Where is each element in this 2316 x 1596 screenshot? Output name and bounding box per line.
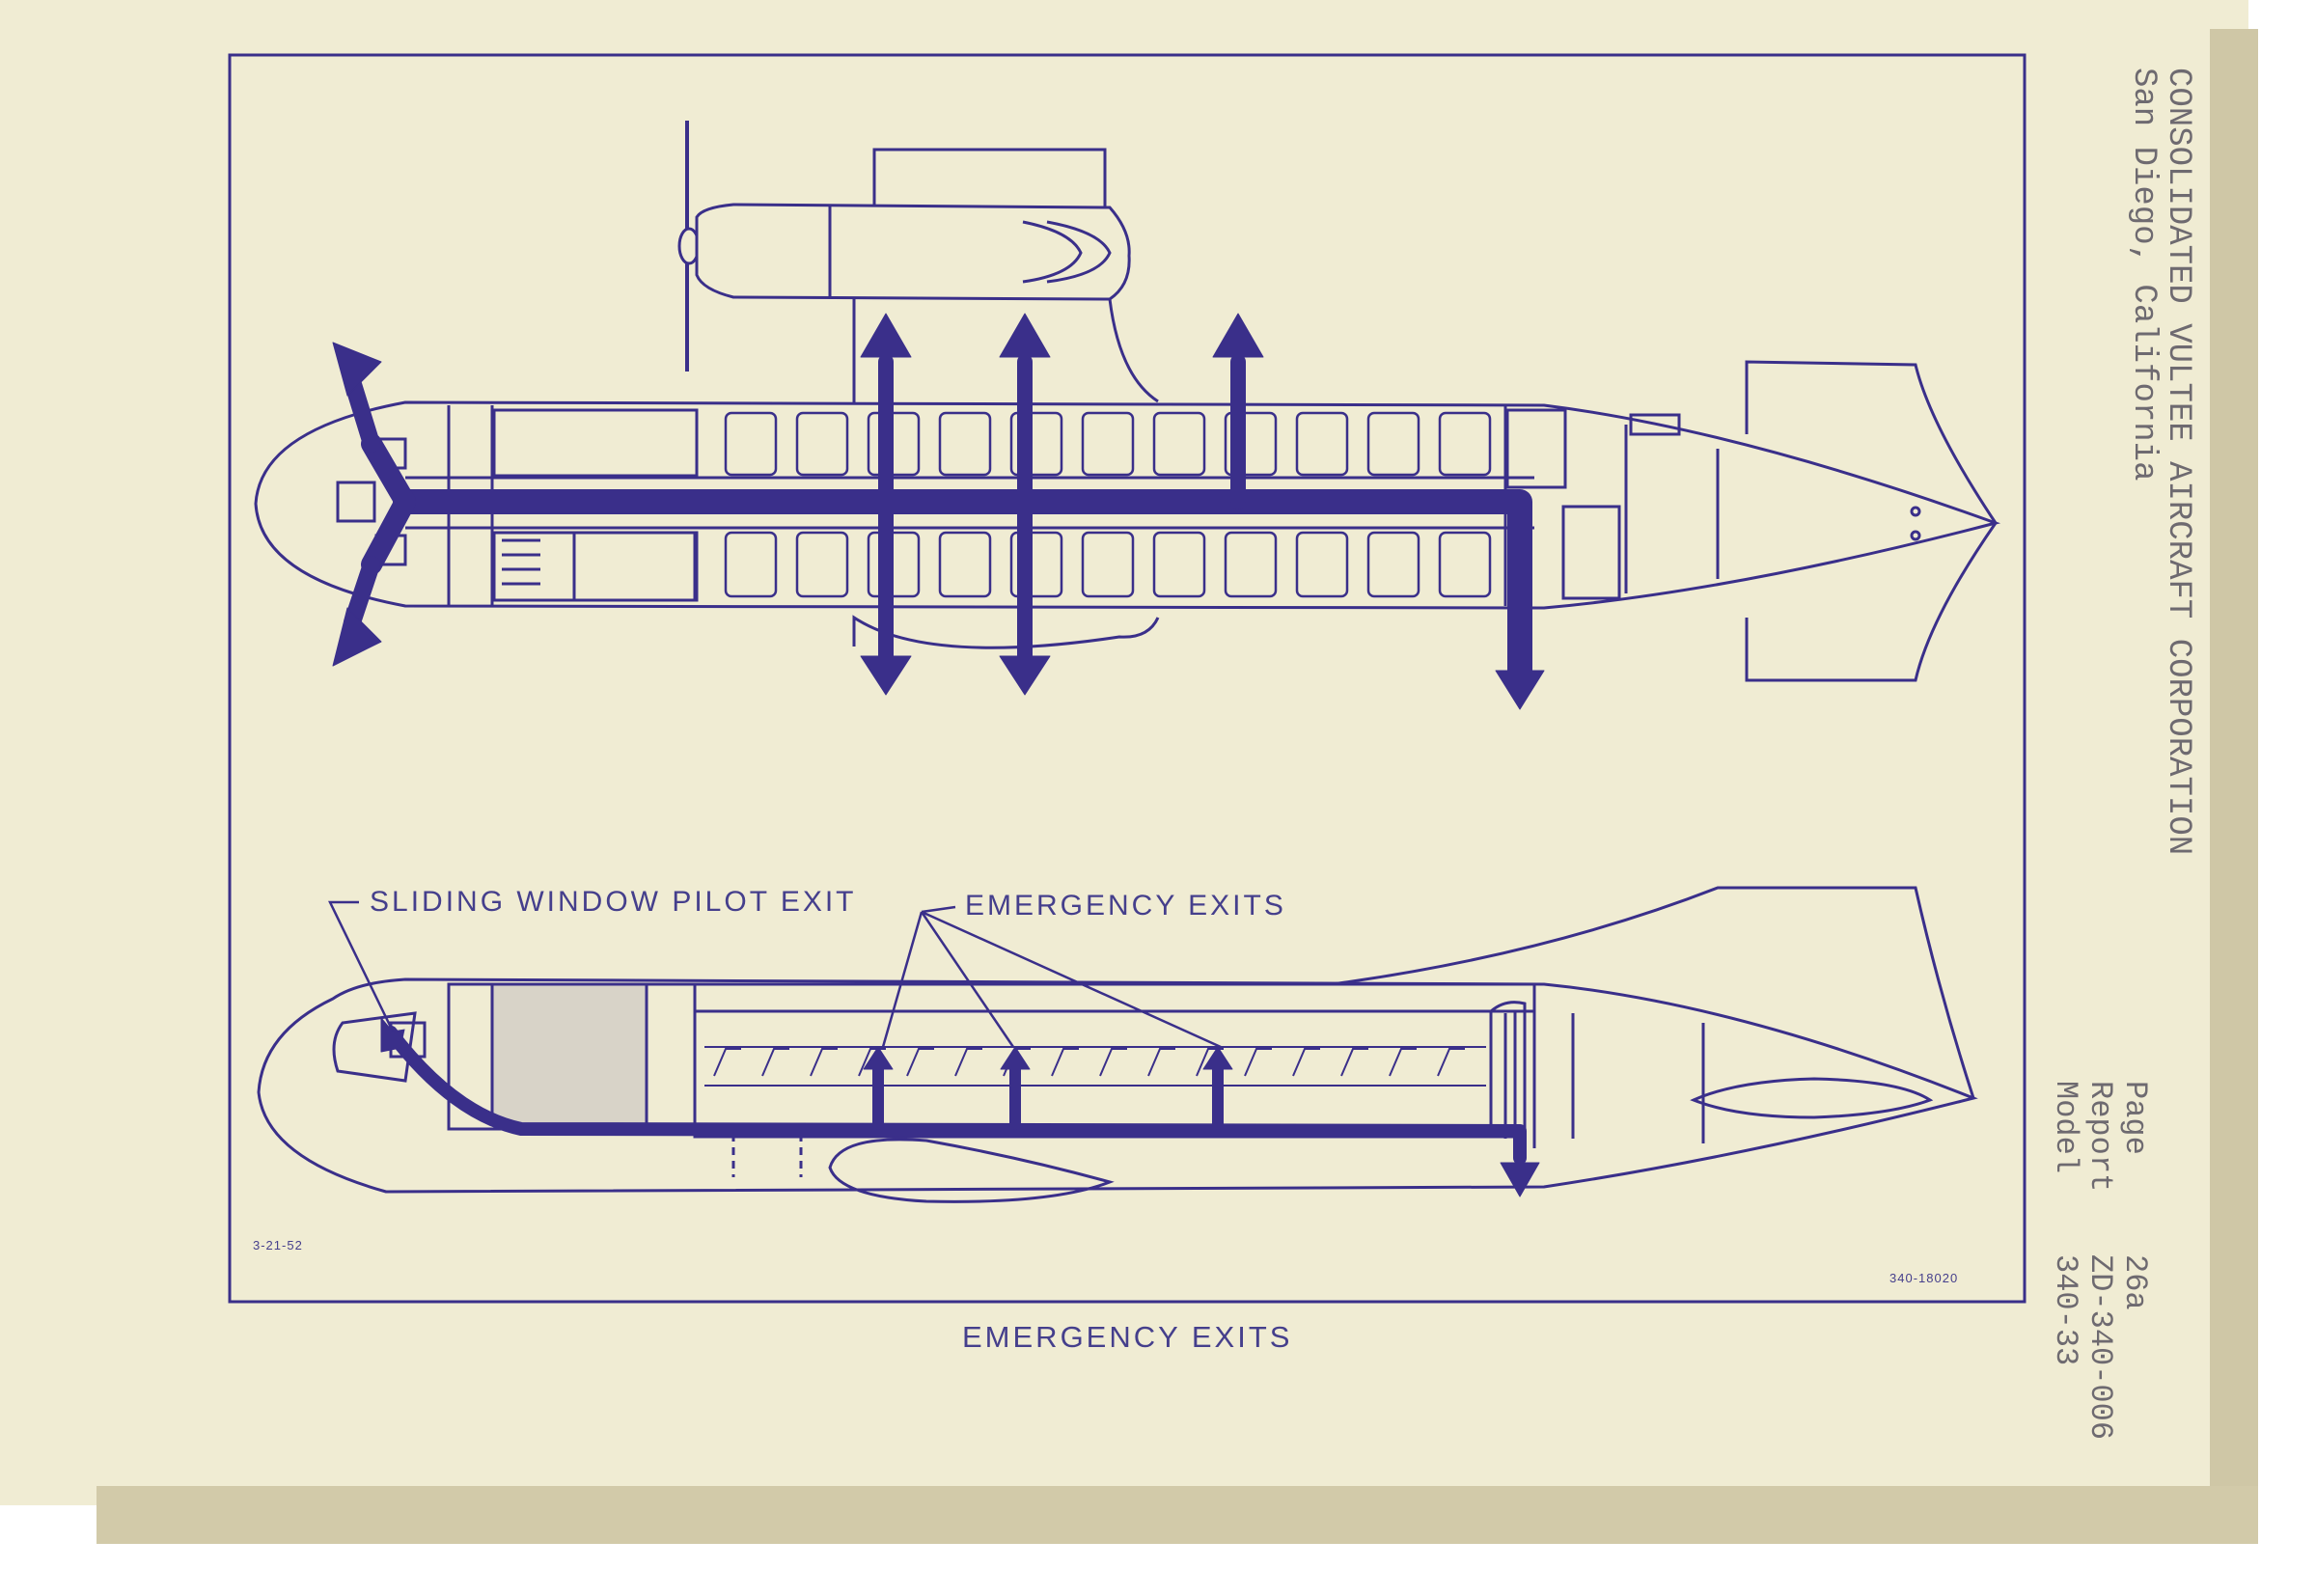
- rear-cabin-hatching: [490, 982, 648, 1126]
- page-label: Page: [2117, 1081, 2153, 1155]
- company-location: San Diego, California: [2125, 68, 2162, 482]
- model-reference: Model 340-33: [2048, 1081, 2083, 1440]
- drawing-frame: [228, 53, 2026, 1304]
- report-reference: Report ZD-340-006: [2082, 1081, 2118, 1441]
- company-header: CONSOLIDATED VULTEE AIRCRAFT CORPORATION…: [2118, 68, 2196, 917]
- page-reference: Page 26a: [2117, 1081, 2153, 1440]
- under-sheet: [96, 1486, 2258, 1544]
- page-number: 26a: [2117, 1254, 2153, 1310]
- reference-block: Page 26a Report ZD-340-006 Model 340-33: [2046, 1081, 2153, 1467]
- company-name: CONSOLIDATED VULTEE AIRCRAFT CORPORATION: [2160, 68, 2196, 856]
- drawing-number: 340-18020: [1889, 1271, 1959, 1285]
- report-number: ZD-340-006: [2082, 1254, 2118, 1441]
- sliding-window-pilot-exit-callout: SLIDING WINDOW PILOT EXIT: [370, 886, 857, 918]
- plan-exit-arrows: [332, 313, 1545, 710]
- report-label: Report: [2082, 1081, 2118, 1193]
- side-view-seats: [713, 1048, 1465, 1077]
- emergency-exits-callout: EMERGENCY EXITS: [965, 890, 1286, 922]
- model-number: 340-33: [2048, 1254, 2083, 1366]
- side-view: [257, 886, 1978, 1203]
- figure-caption: EMERGENCY EXITS: [962, 1320, 1293, 1354]
- callout-leaders: [328, 900, 1222, 1049]
- drawing-date-code: 3-21-52: [253, 1238, 303, 1252]
- model-label: Model: [2048, 1081, 2083, 1174]
- side-exit-arrows: [380, 1017, 1540, 1197]
- page-edge: [2210, 29, 2258, 1505]
